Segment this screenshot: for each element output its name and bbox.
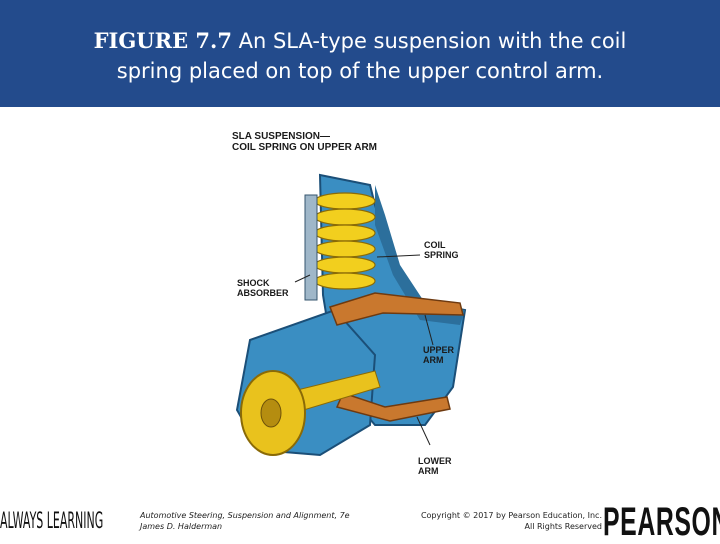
coil-spring: [314, 192, 376, 290]
copyright-notice: Copyright © 2017 by Pearson Education, I…: [421, 510, 602, 532]
figure-number: FIGURE 7.7: [93, 28, 232, 53]
caption-part1: An SLA-type suspension with the coil: [231, 29, 627, 53]
always-learning-logo: ALWAYS LEARNING: [0, 509, 104, 534]
book-author: James D. Halderman: [140, 522, 223, 531]
callout-lines: [294, 254, 434, 446]
slide-title-bar: FIGURE 7.7 An SLA-type suspension with t…: [0, 0, 720, 107]
slide-title-line1: FIGURE 7.7 An SLA-type suspension with t…: [0, 26, 720, 56]
slide-footer: ALWAYS LEARNING Automotive Steering, Sus…: [0, 500, 720, 544]
label-lower-arm: LOWER ARM: [418, 456, 452, 476]
rights-line: All Rights Reserved: [524, 522, 602, 531]
sla-suspension-illustration: [235, 173, 467, 457]
label-upper-arm: UPPER ARM: [423, 345, 455, 365]
copyright-line: Copyright © 2017 by Pearson Education, I…: [420, 511, 602, 520]
slide-title-line2: spring placed on top of the upper contro…: [116, 59, 604, 83]
diagram-title-line2: COIL SPRING ON UPPER ARM: [232, 142, 378, 153]
lower-control-arm: [335, 392, 451, 422]
hub-center: [260, 398, 282, 428]
label-coil-spring: COIL SPRING: [424, 240, 459, 260]
shock-absorber: [304, 194, 318, 301]
diagram-title: SLA SUSPENSION— COIL SPRING ON UPPER ARM: [232, 131, 377, 153]
book-title: Automotive Steering, Suspension and Alig…: [140, 511, 350, 520]
upper-control-arm: [329, 292, 464, 326]
pearson-logo: PEARSON: [603, 500, 720, 544]
label-shock-absorber: SHOCK ABSORBER: [237, 278, 289, 298]
book-citation: Automotive Steering, Suspension and Alig…: [140, 510, 350, 532]
diagram-title-line1: SLA SUSPENSION—: [232, 131, 330, 142]
